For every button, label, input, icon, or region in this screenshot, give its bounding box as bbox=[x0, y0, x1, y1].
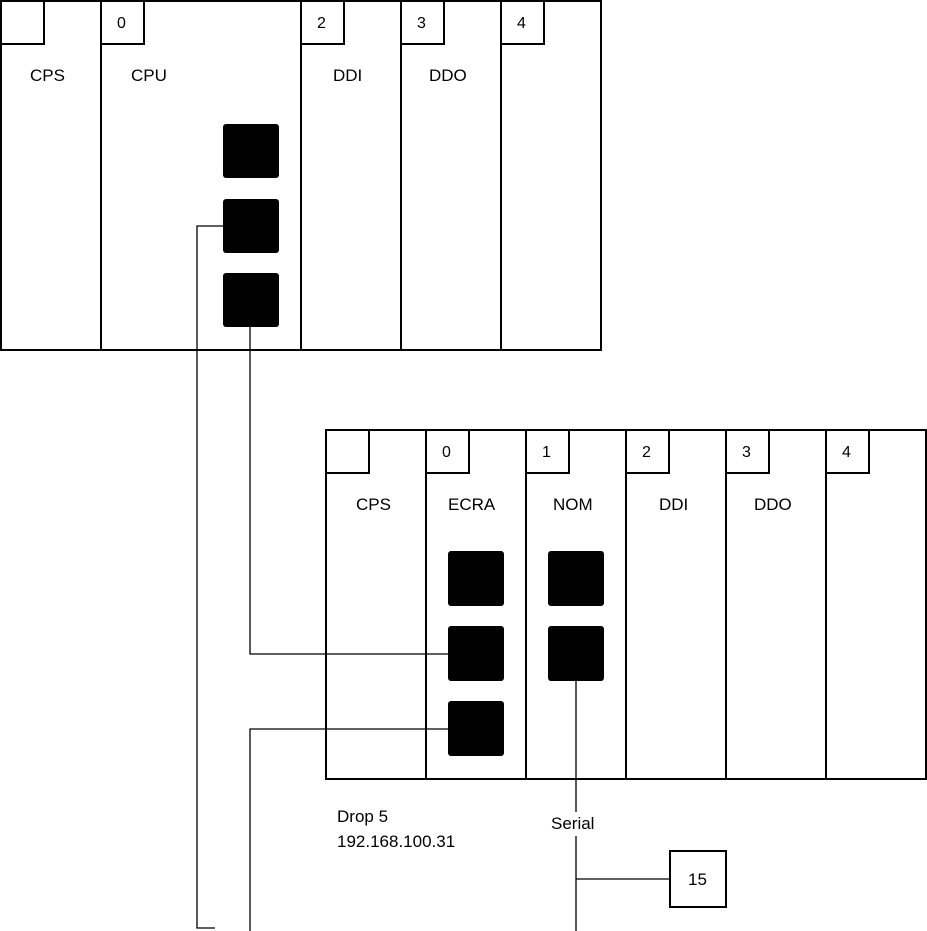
drop-slot-badge-2 bbox=[625, 429, 670, 474]
drop-slot-number: 4 bbox=[842, 444, 851, 461]
ecra-port[interactable] bbox=[448, 626, 504, 681]
drop-slot-badge-0 bbox=[425, 429, 470, 474]
drop-ip-address: 192.168.100.31 bbox=[337, 832, 455, 851]
cpu-port[interactable] bbox=[223, 124, 279, 178]
nom-port[interactable] bbox=[548, 551, 604, 606]
top-slot-badge-3 bbox=[400, 0, 445, 45]
drop-rack: 0 1 2 3 4 CPS ECRA NOM DDI DDO bbox=[325, 429, 927, 780]
drop-slot-badge-cps bbox=[325, 429, 370, 474]
top-slot-badge-cps bbox=[0, 0, 45, 45]
serial-device-box[interactable] bbox=[669, 850, 727, 908]
drop-module-label: NOM bbox=[553, 495, 593, 514]
ecra-port[interactable] bbox=[448, 551, 504, 606]
drop-module-label: CPS bbox=[356, 495, 391, 514]
top-slot-number: 0 bbox=[117, 15, 126, 32]
drop-name: Drop 5 bbox=[337, 807, 388, 826]
top-module-label: DDI bbox=[333, 66, 362, 85]
top-slot-badge-4 bbox=[500, 0, 545, 45]
top-slot-badge-2 bbox=[300, 0, 345, 45]
top-slot-number: 3 bbox=[417, 15, 426, 32]
nom-port[interactable] bbox=[548, 626, 604, 681]
cpu-to-ecra-wire bbox=[249, 327, 448, 655]
top-module-label: CPU bbox=[131, 66, 167, 85]
top-slot-number: 2 bbox=[317, 15, 326, 32]
top-slot-badge-0 bbox=[100, 0, 145, 45]
top-module-label: DDO bbox=[429, 66, 467, 85]
drop-slot-number: 2 bbox=[642, 444, 651, 461]
drop-slot-badge-3 bbox=[725, 429, 770, 474]
serial-device-number: 15 bbox=[688, 870, 707, 889]
cpu-ring-wire bbox=[196, 225, 223, 929]
drop-slot-number: 1 bbox=[542, 444, 551, 461]
drop-slot-badge-1 bbox=[525, 429, 570, 474]
connections bbox=[196, 225, 670, 931]
drop-slot-badge-4 bbox=[825, 429, 870, 474]
ecra-return-wire bbox=[249, 728, 448, 931]
drop-module-label: DDI bbox=[659, 495, 688, 514]
top-rack: 0 2 3 4 CPS CPU DDI DDO bbox=[0, 0, 602, 351]
ecra-port[interactable] bbox=[448, 701, 504, 756]
drop-slot-number: 0 bbox=[442, 444, 451, 461]
cpu-port[interactable] bbox=[223, 273, 279, 327]
cpu-port[interactable] bbox=[223, 199, 279, 253]
drop-module-label: DDO bbox=[754, 495, 792, 514]
drop-slot-number: 3 bbox=[742, 444, 751, 461]
drop-module-label: ECRA bbox=[448, 495, 496, 514]
serial-label: Serial bbox=[551, 814, 594, 833]
top-module-label: CPS bbox=[30, 66, 65, 85]
top-slot-number: 4 bbox=[517, 15, 526, 32]
